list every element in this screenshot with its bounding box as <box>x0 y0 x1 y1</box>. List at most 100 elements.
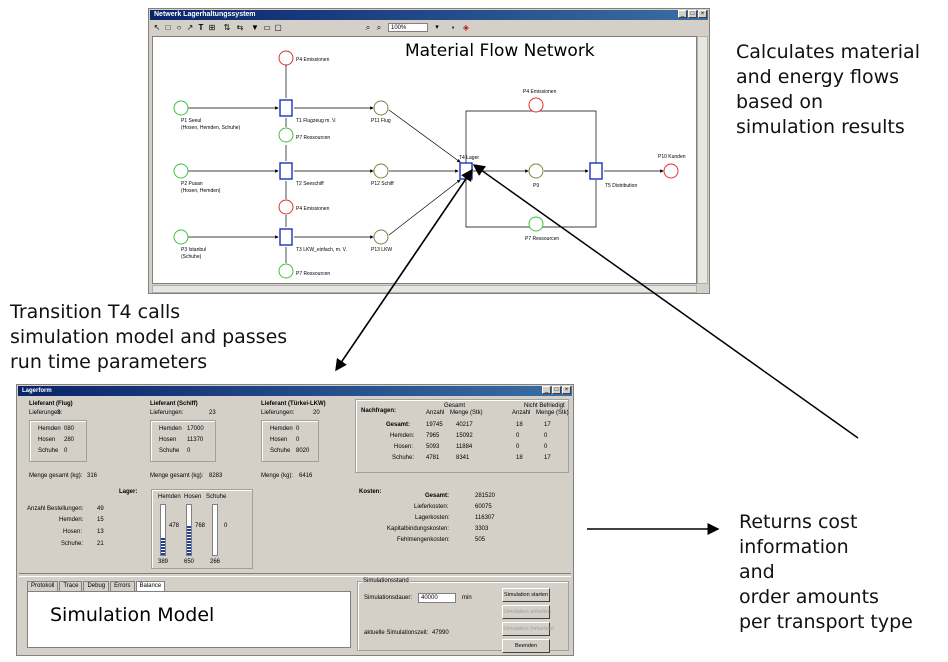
supplier-box: Hemden 0 Hosen 0 Schuhe 8020 <box>261 420 319 462</box>
simulationsstand-group: Simulationsstand Simulationsdauer: 40000… <box>357 578 569 653</box>
eraser-icon[interactable]: ◈ <box>462 23 470 32</box>
connect-icon[interactable]: ⇅ <box>223 23 231 32</box>
close-button[interactable]: × <box>698 10 707 18</box>
label-p3b: (Schuhe) <box>181 254 202 260</box>
gauge-schuhe[interactable] <box>212 504 218 556</box>
row-value: 8020 <box>296 448 310 454</box>
cell: 18 <box>516 422 523 428</box>
minimize-button[interactable]: _ <box>678 10 687 18</box>
gauge-hemden[interactable] <box>160 504 166 556</box>
cell: 4781 <box>426 455 440 461</box>
supplier-box: Hemden 17000 Hosen 11370 Schuhe 0 <box>150 420 216 462</box>
vertical-scrollbar[interactable] <box>697 36 708 284</box>
line-icon[interactable]: ↗ <box>186 23 194 32</box>
tab-debug[interactable]: Debug <box>83 581 110 591</box>
grid-icon[interactable]: ⊞ <box>208 23 216 32</box>
gauge-bottom-value: 266 <box>210 559 221 565</box>
gauge-bottom-value: 650 <box>184 559 195 565</box>
label-p4-mid: P4 Emissionen <box>296 206 330 212</box>
supplier-title: Lieferant (Flug) <box>29 401 73 407</box>
horizontal-scrollbar[interactable] <box>152 285 697 293</box>
tab-protokoll[interactable]: Protokoll <box>27 581 59 591</box>
label-t2: T2 Seeschiff <box>296 181 324 187</box>
cell: 17 <box>544 422 551 428</box>
quit-button[interactable]: Beenden <box>502 639 550 653</box>
bestellungen-value: 49 <box>97 506 104 512</box>
label-t5: T5 Distribution <box>605 183 637 189</box>
schuhe-label: Schuhe: <box>61 541 84 547</box>
resume-simulation-button[interactable]: Simulation fortsetzen <box>502 622 554 636</box>
network-canvas[interactable]: Material Flow Network <box>152 36 697 284</box>
returns-line-4: order amounts <box>739 586 879 608</box>
row-value: 0 <box>296 426 300 432</box>
petri-net-diagram: P4 Emissionen P1 Seeul (Hosen, Hemden, S… <box>173 50 686 279</box>
label-p2b: (Hosen, Hemden) <box>181 188 221 194</box>
nachfragen-group1: Gesamt <box>444 403 466 409</box>
hemden-value: 15 <box>97 517 104 523</box>
close-button[interactable]: × <box>562 386 571 394</box>
label-p7-top: P7 Ressourcen <box>296 135 330 141</box>
row-label: Hosen <box>159 437 177 443</box>
start-simulation-button[interactable]: Simulation starten <box>502 588 550 602</box>
col-header: Anzahl <box>426 410 445 416</box>
pause-simulation-button[interactable]: Simulation anhalten <box>502 605 551 619</box>
label-p7-bot: P7 Ressourcen <box>296 271 330 277</box>
tab-trace[interactable]: Trace <box>59 581 83 591</box>
row-label: Hosen <box>270 437 288 443</box>
menge-value: 6416 <box>299 473 313 479</box>
kosten-row-label: Fehlmengenkosten: <box>397 537 450 543</box>
maximize-button[interactable]: □ <box>688 10 697 18</box>
returns-annotation: Returns cost information and order amoun… <box>739 510 913 635</box>
hosen-label: Hosen: <box>63 529 83 535</box>
gauge-header: Hosen <box>184 494 202 500</box>
kosten-row-value: 60075 <box>475 504 492 510</box>
maximize-button[interactable]: □ <box>552 386 561 394</box>
lager-window-title: Lagerform <box>18 386 572 396</box>
text-icon[interactable]: T <box>198 23 204 32</box>
kosten-row-label: Gesamt: <box>425 493 450 499</box>
label-p1b: (Hosen, Hemden, Schuhe) <box>181 125 241 131</box>
row-label: Schuhe <box>159 448 180 454</box>
kosten-label: Kosten: <box>359 489 382 495</box>
network-window-title: Netwerk Lagerhaltungssystem <box>150 10 708 20</box>
minimize-button[interactable]: _ <box>542 386 551 394</box>
rect-icon[interactable]: □ <box>165 23 171 32</box>
zoom-out-icon[interactable]: ⌕ <box>376 23 382 32</box>
save-icon[interactable]: ▪ <box>451 23 455 32</box>
kosten-row-label: Lieferkosten: <box>414 504 449 510</box>
aktuell-value: 47990 <box>432 630 449 636</box>
label-t4: T4 Lager <box>459 155 479 161</box>
simulation-model-label: Simulation Model <box>50 604 215 626</box>
transition-icon[interactable]: ⇆ <box>236 23 244 32</box>
frame-icon[interactable]: ▢ <box>274 23 282 32</box>
filter-icon[interactable]: ▼ <box>251 23 259 32</box>
row-value: 17000 <box>187 426 204 432</box>
cell: 0 <box>544 444 548 450</box>
lieferungen-label: Lieferungen: <box>261 410 295 416</box>
row-value: 0 <box>296 437 300 443</box>
arrow-icon[interactable]: ↖ <box>153 23 161 32</box>
gauge-hosen[interactable] <box>186 504 192 556</box>
row-label: Hosen: <box>394 444 414 450</box>
calc-line-3: based on <box>736 91 824 113</box>
circle-icon[interactable]: ○ <box>176 23 182 32</box>
label-p3: P3 Istanbul <box>181 247 206 253</box>
canvas-title: Material Flow Network <box>405 41 595 61</box>
cell: 0 <box>516 433 520 439</box>
zoom-dropdown-icon[interactable]: ▾ <box>435 24 439 31</box>
col-header: Menge (Stk) <box>536 410 569 416</box>
lager-label: Lager: <box>119 489 138 495</box>
dauer-input[interactable]: 40000 <box>418 593 456 603</box>
zoom-select[interactable]: 100% <box>388 23 428 32</box>
tab-errors[interactable]: Errors <box>110 581 135 591</box>
tab-balance[interactable]: Balance <box>135 581 166 591</box>
menge-label: Menge gesamt (kg): <box>150 473 204 479</box>
transition-annotation: Transition T4 calls simulation model and… <box>10 300 287 375</box>
supplier-title: Lieferant (Türkei-LKW) <box>261 401 326 407</box>
bestellungen-label: Anzahl Bestellungen: <box>27 506 84 512</box>
calc-line-2: and energy flows <box>736 66 900 88</box>
zoom-in-icon[interactable]: ⌕ <box>365 23 371 32</box>
rect-tool-icon[interactable]: ▭ <box>263 23 271 32</box>
cell: 0 <box>516 444 520 450</box>
